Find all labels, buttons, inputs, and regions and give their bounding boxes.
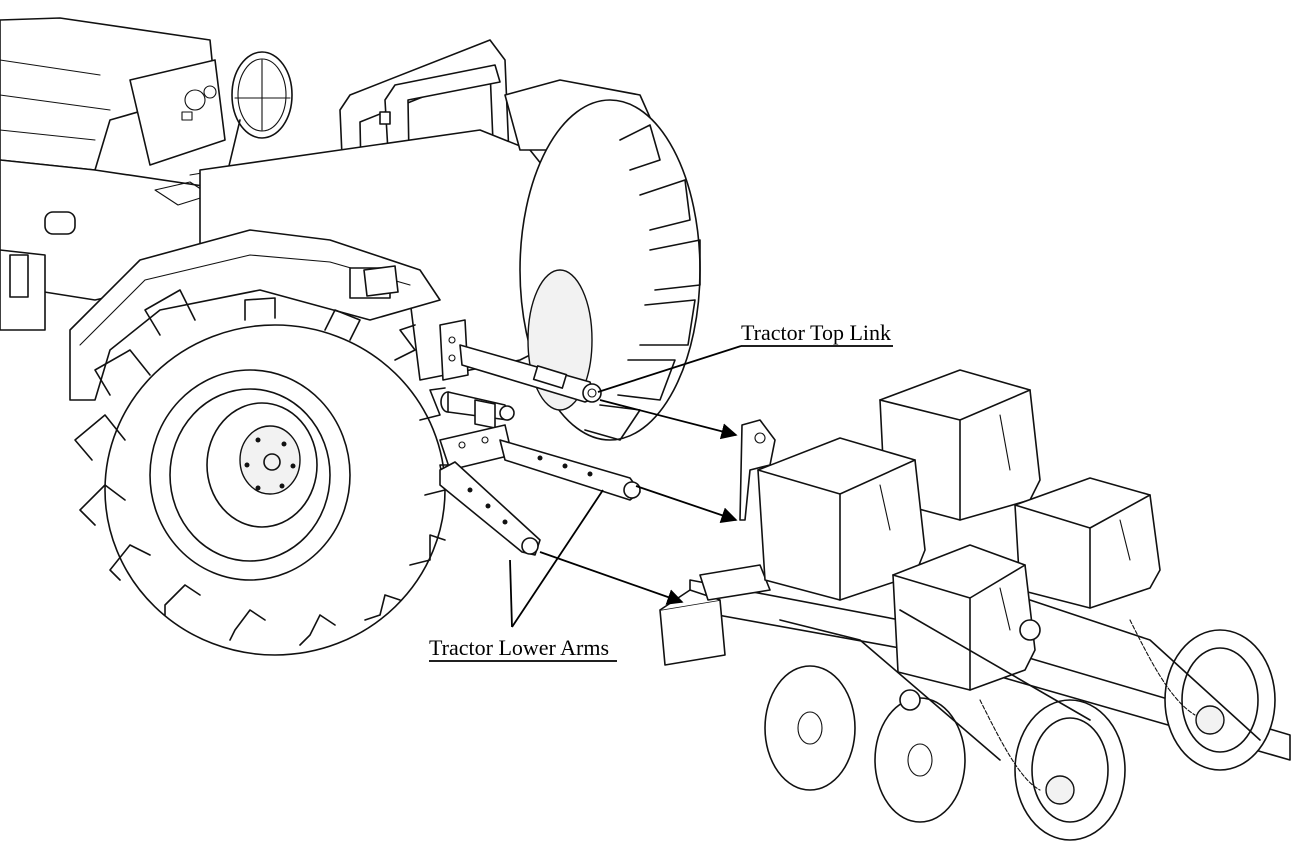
lower-arms-callout: Tractor Lower Arms <box>429 485 738 662</box>
lower-arms-label: Tractor Lower Arms <box>429 635 609 660</box>
lower-arms-leader-line-1 <box>509 559 513 628</box>
planter-illustration <box>659 369 1291 841</box>
lower-arms-arrow-1 <box>635 485 738 523</box>
top-link-arrow <box>599 399 738 440</box>
tractor-illustration <box>0 17 701 656</box>
lower-arms-arrow-2 <box>539 551 684 605</box>
top-link-leader-line <box>597 345 742 393</box>
top-link-callout: Tractor Top Link <box>597 320 893 440</box>
top-link-label: Tractor Top Link <box>741 320 891 345</box>
